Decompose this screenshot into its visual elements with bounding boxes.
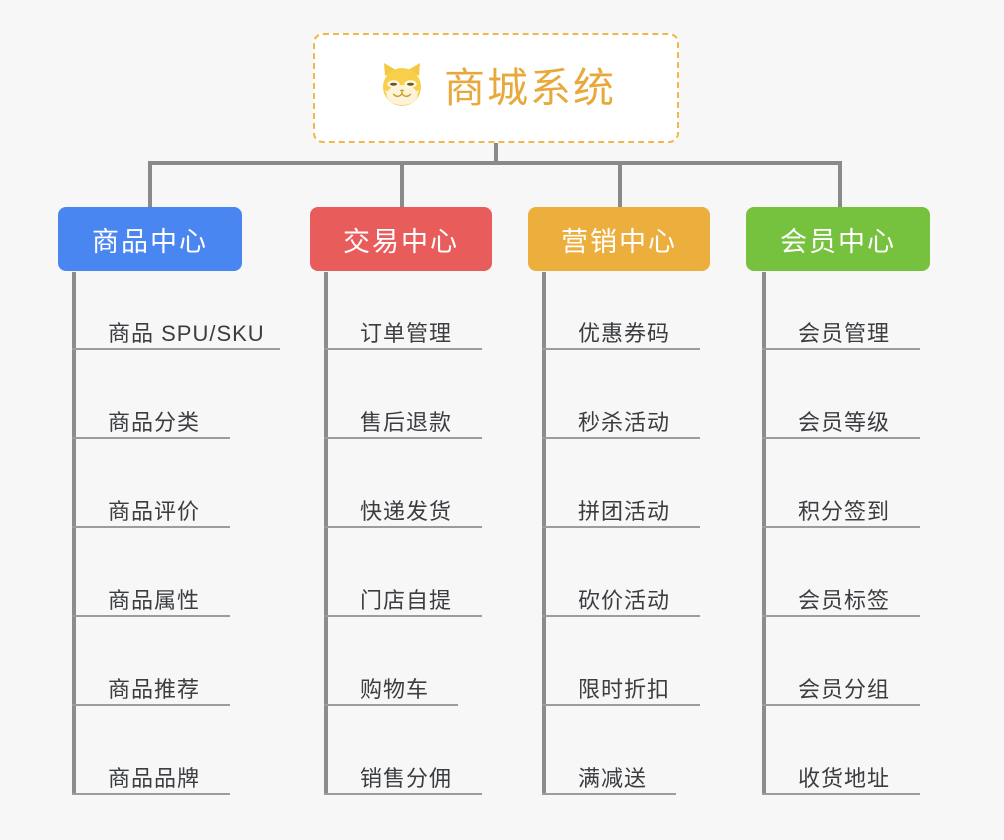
- connector-spine-trade-center: [324, 272, 328, 795]
- leaf-item[interactable]: 拼团活动: [542, 450, 700, 528]
- leaf-item[interactable]: 订单管理: [324, 272, 482, 350]
- leaf-label: 商品推荐: [108, 676, 201, 702]
- leaf-item[interactable]: 积分签到: [762, 450, 920, 528]
- leaf-label: 会员等级: [798, 409, 891, 435]
- leaf-item[interactable]: 收货地址: [762, 717, 920, 795]
- leaf-item[interactable]: 限时折扣: [542, 628, 700, 706]
- connector-horizontal-bus: [148, 161, 842, 165]
- category-header-member-center[interactable]: 会员中心: [746, 207, 930, 271]
- leaf-label: 商品属性: [108, 587, 201, 613]
- leaf-item[interactable]: 砍价活动: [542, 539, 700, 617]
- category-title-trade-center: 交易中心: [343, 226, 459, 257]
- leaf-label: 限时折扣: [578, 676, 671, 702]
- leaf-label: 销售分佣: [360, 765, 453, 791]
- leaf-item[interactable]: 商品属性: [72, 539, 230, 617]
- leaf-label: 商品分类: [108, 409, 201, 435]
- category-header-trade-center[interactable]: 交易中心: [310, 207, 492, 271]
- leaf-label: 购物车: [360, 676, 430, 702]
- category-header-product-center[interactable]: 商品中心: [58, 207, 242, 271]
- leaf-label: 商品评价: [108, 498, 201, 524]
- category-title-product-center: 商品中心: [92, 226, 208, 257]
- leaf-label: 会员分组: [798, 676, 891, 702]
- leaf-label: 优惠券码: [578, 320, 671, 346]
- root-node-shopping-mall-system[interactable]: 商城系统: [313, 33, 679, 143]
- connector-spine-marketing-center: [542, 272, 546, 795]
- leaf-item[interactable]: 秒杀活动: [542, 361, 700, 439]
- root-title: 商城系统: [444, 64, 616, 111]
- leaf-item[interactable]: 会员分组: [762, 628, 920, 706]
- category-header-marketing-center[interactable]: 营销中心: [528, 207, 710, 271]
- connector-spine-member-center: [762, 272, 766, 795]
- leaf-item[interactable]: 满减送: [542, 717, 676, 795]
- shiba-dog-icon: [376, 60, 428, 117]
- leaf-label: 订单管理: [360, 320, 453, 346]
- leaf-item[interactable]: 销售分佣: [324, 717, 482, 795]
- leaf-item[interactable]: 门店自提: [324, 539, 482, 617]
- leaf-label: 商品 SPU/SKU: [108, 320, 265, 346]
- leaf-item[interactable]: 快递发货: [324, 450, 482, 528]
- leaf-item[interactable]: 商品 SPU/SKU: [72, 272, 280, 350]
- connector-drop-member-center: [838, 161, 842, 207]
- leaf-label: 门店自提: [360, 587, 453, 613]
- leaf-label: 售后退款: [360, 409, 453, 435]
- connector-drop-trade-center: [400, 161, 404, 207]
- leaf-label: 满减送: [578, 765, 648, 791]
- leaf-item[interactable]: 购物车: [324, 628, 458, 706]
- leaf-label: 收货地址: [798, 765, 891, 791]
- leaf-item[interactable]: 商品分类: [72, 361, 230, 439]
- leaf-label: 砍价活动: [578, 587, 671, 613]
- leaf-label: 商品品牌: [108, 765, 201, 791]
- leaf-item[interactable]: 会员管理: [762, 272, 920, 350]
- leaf-item[interactable]: 会员标签: [762, 539, 920, 617]
- leaf-label: 会员标签: [798, 587, 891, 613]
- leaf-item[interactable]: 商品推荐: [72, 628, 230, 706]
- category-title-marketing-center: 营销中心: [561, 226, 677, 257]
- connector-drop-product-center: [148, 161, 152, 207]
- connector-root-stem: [494, 143, 498, 165]
- leaf-item[interactable]: 会员等级: [762, 361, 920, 439]
- leaf-label: 会员管理: [798, 320, 891, 346]
- leaf-item[interactable]: 优惠券码: [542, 272, 700, 350]
- leaf-label: 快递发货: [360, 498, 453, 524]
- leaf-item[interactable]: 商品品牌: [72, 717, 230, 795]
- connector-spine-product-center: [72, 272, 76, 795]
- connector-drop-marketing-center: [618, 161, 622, 207]
- leaf-item[interactable]: 商品评价: [72, 450, 230, 528]
- category-title-member-center: 会员中心: [780, 226, 896, 257]
- leaf-item[interactable]: 售后退款: [324, 361, 482, 439]
- leaf-label: 积分签到: [798, 498, 891, 524]
- leaf-label: 拼团活动: [578, 498, 671, 524]
- leaf-label: 秒杀活动: [578, 409, 671, 435]
